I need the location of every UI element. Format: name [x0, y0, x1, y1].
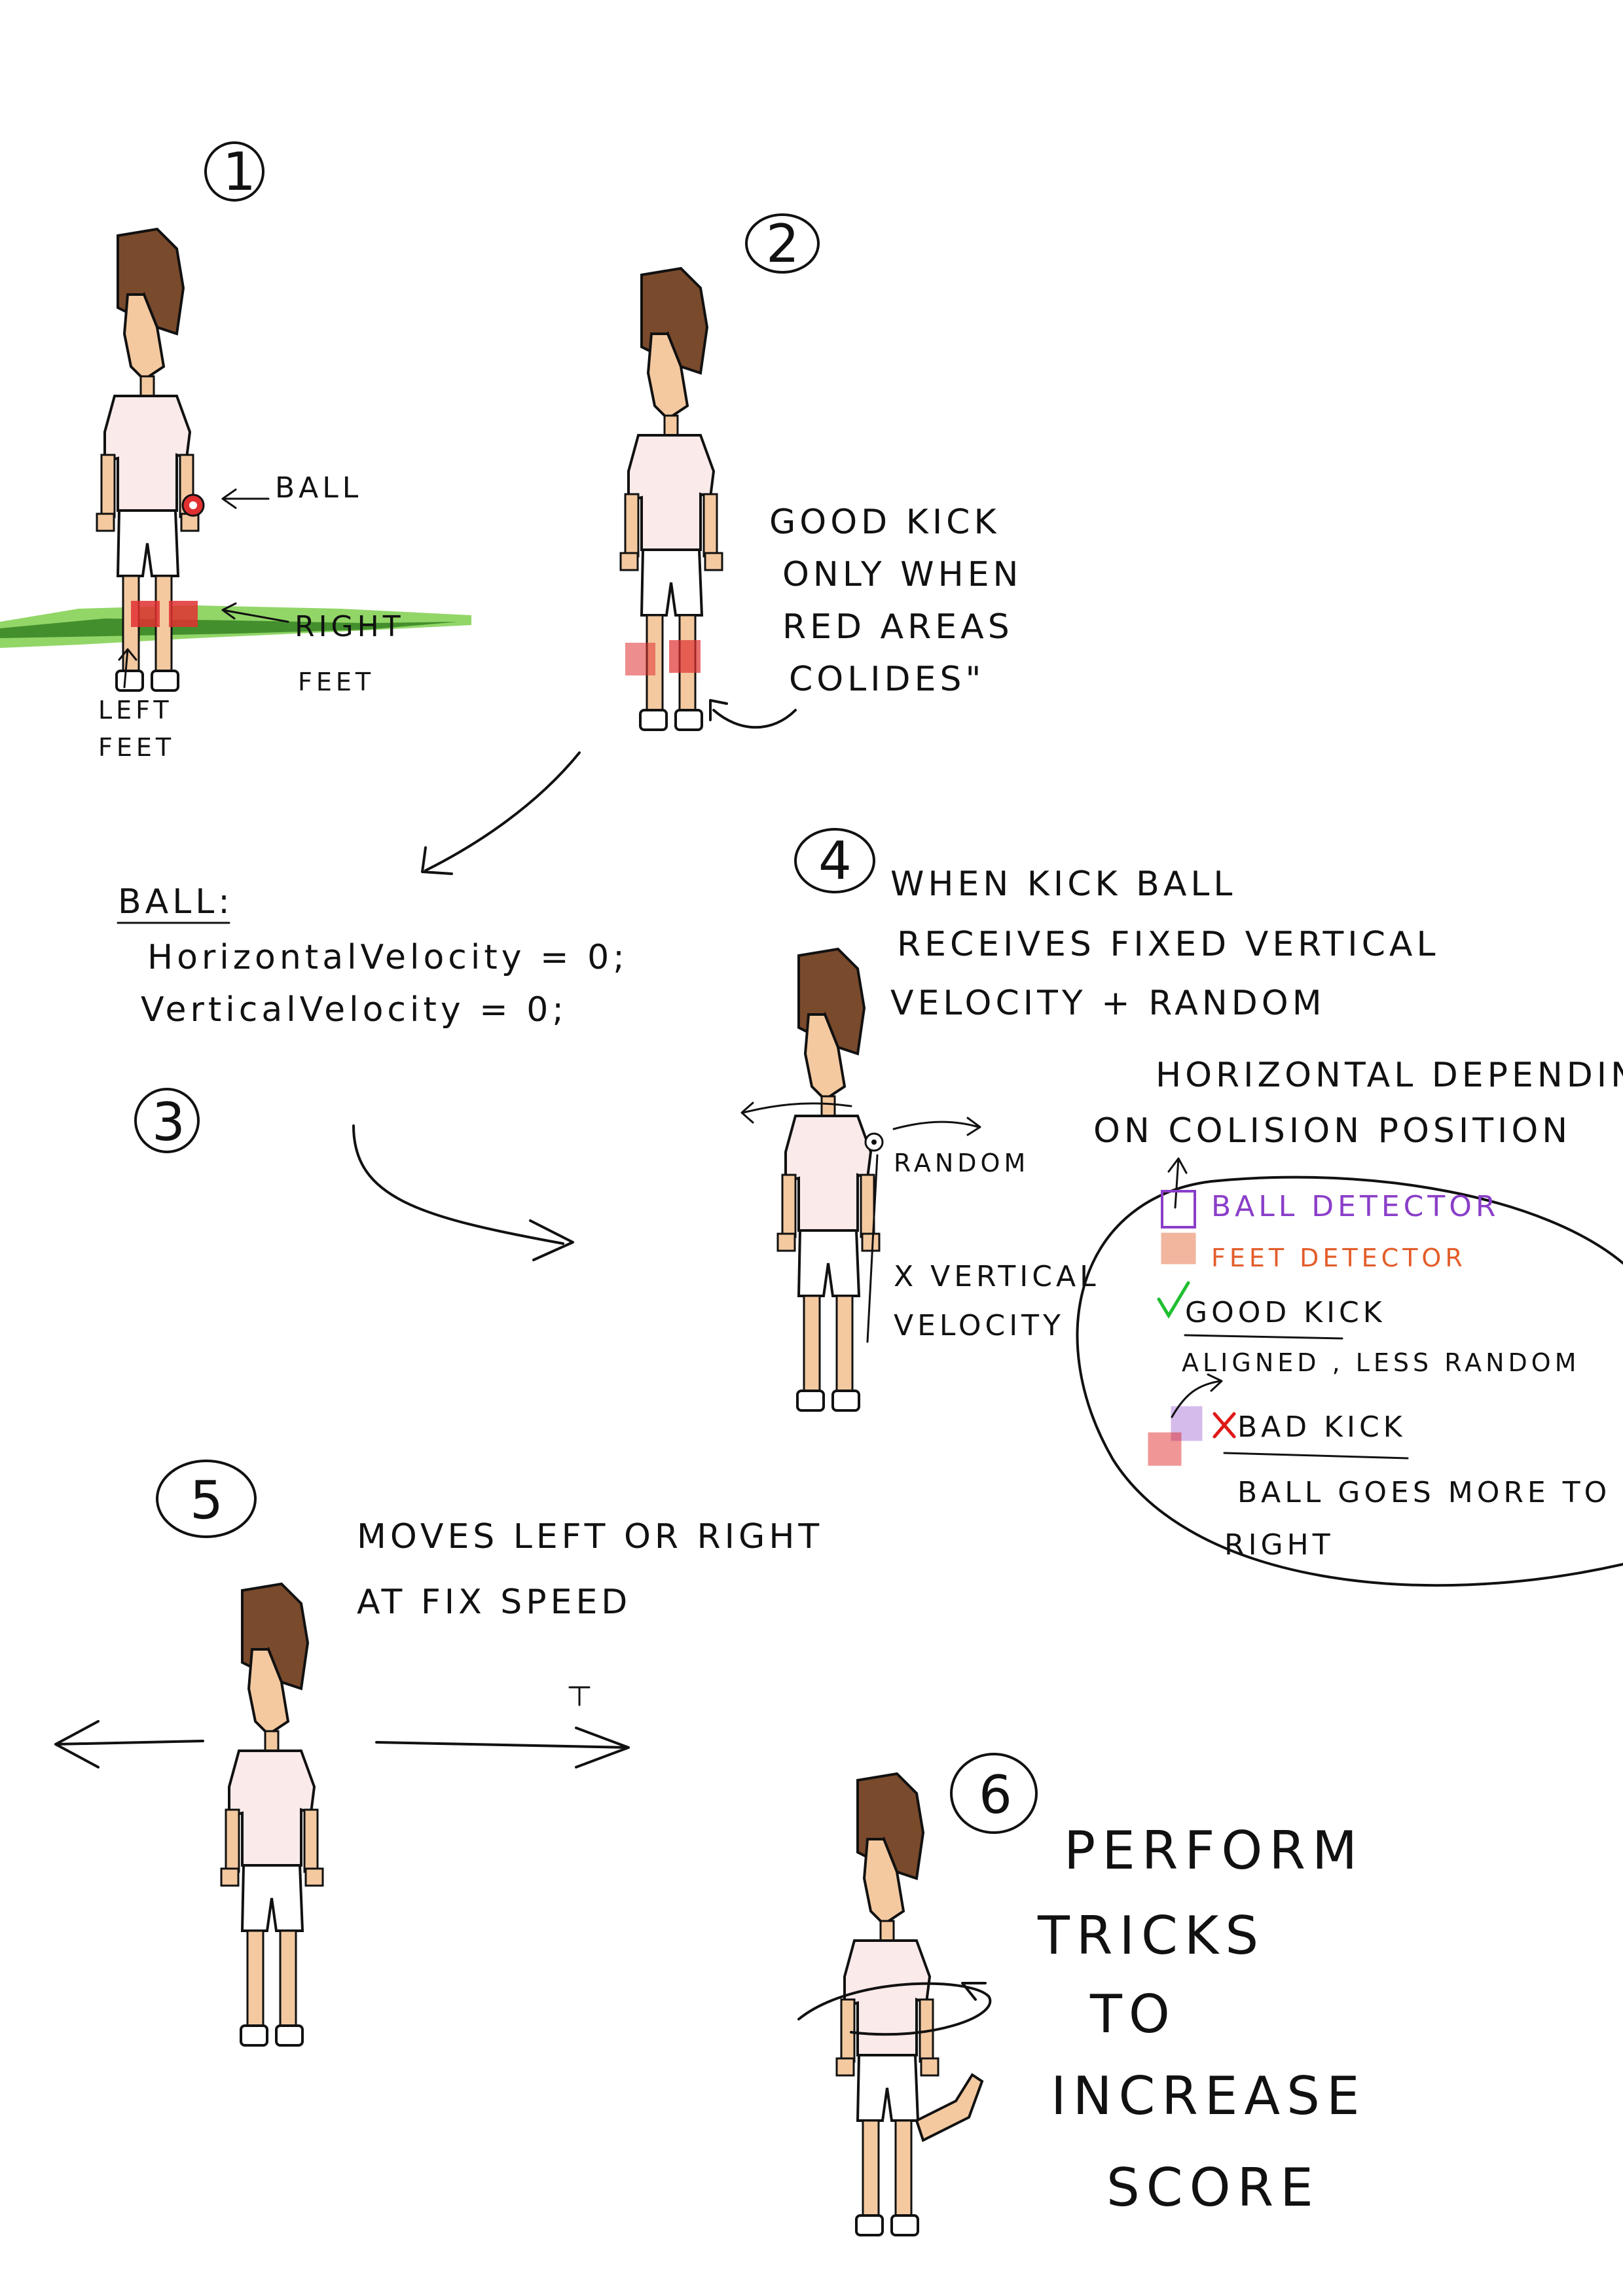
left-feet-label: FEET	[98, 733, 175, 762]
random-right-arrow	[892, 1117, 981, 1136]
panel-2-line-2: ONLY WHEN	[782, 555, 1022, 594]
character-5	[220, 1583, 324, 2047]
step-6-circle	[950, 1753, 1038, 1834]
move-right-arrow	[375, 1727, 630, 1768]
character-4	[776, 948, 881, 1412]
random-left-arrow	[740, 1102, 852, 1124]
ball-label: BALL	[275, 471, 362, 505]
step-3-circle	[134, 1088, 200, 1153]
trick-line-2: TRICKS	[1037, 1905, 1265, 1966]
step-5-circle	[156, 1460, 257, 1538]
panel-6: 6 PERFORM TRICKS TO INCREASE SCORE	[797, 1753, 1366, 2236]
bad-kick-label: BAD KICK	[1237, 1410, 1406, 1444]
soccer-ball-icon	[864, 1132, 884, 1152]
moves-line-2: AT FIX SPEED	[357, 1583, 631, 1622]
bad-kick-underline	[1223, 1452, 1409, 1460]
left-foot-red-area	[625, 643, 655, 675]
feet-detector-box	[1161, 1232, 1196, 1265]
bad-kick-note-1: BALL GOES MORE TO	[1237, 1476, 1611, 1509]
ball-detector-label: BALL DETECTOR	[1211, 1190, 1499, 1223]
left-feet-pointer-arrow	[118, 648, 137, 689]
panel-4: 4 WHEN KICK BALL RECEIVES FIXED VERTICAL…	[740, 828, 1623, 1587]
ball-detector-box-bad	[1171, 1406, 1203, 1441]
good-kick-underline	[1184, 1334, 1343, 1340]
random-label: RANDOM	[894, 1149, 1029, 1177]
step-2-circle	[745, 213, 820, 274]
step-1-circle	[204, 141, 264, 202]
panel-5: 5 MOVES LEFT OR RIGHT AT FIX SPEED	[54, 1460, 823, 2047]
vertical-label-2: VELOCITY	[894, 1309, 1065, 1342]
ball-detector-box	[1161, 1190, 1196, 1229]
bad-kick-note-2: RIGHT	[1224, 1528, 1334, 1562]
step-2-number: 2	[766, 213, 803, 274]
step-6-number: 6	[979, 1765, 1016, 1825]
vertical-label-1: X VERTICAL	[894, 1260, 1100, 1293]
vertical-velocity-line: VerticalVelocity = 0;	[141, 990, 568, 1030]
step-5-number: 5	[190, 1470, 227, 1531]
feet-detector-label: FEET DETECTOR	[1211, 1244, 1467, 1272]
panel-1: 1 BALL RIGHT FEET LEFT FEET	[0, 141, 471, 762]
panel-4-line-2: RECEIVES FIXED VERTICAL	[897, 925, 1439, 964]
moves-line-1: MOVES LEFT OR RIGHT	[357, 1517, 823, 1556]
ellipse-pointer-arrow	[1167, 1157, 1188, 1209]
trick-swirl-arrow	[797, 1982, 992, 2036]
step-4-circle	[794, 828, 875, 893]
trick-line-3: TO	[1089, 1984, 1176, 2045]
right-foot-red-area	[169, 601, 198, 627]
detector-explanation-ellipse	[1076, 1175, 1623, 1587]
cross-mark-icon	[1213, 1412, 1236, 1439]
panel-4-line-4: HORIZONTAL DEPENDING	[1156, 1056, 1623, 1095]
left-foot-red-area	[131, 601, 160, 627]
step-1-number: 1	[223, 141, 260, 202]
horizontal-velocity-line: HorizontalVelocity = 0;	[147, 938, 629, 977]
flow-arrow-2-to-3	[421, 751, 581, 875]
vertical-velocity-line	[866, 1154, 879, 1343]
soccer-ball-icon	[181, 493, 205, 517]
panel-2-line-1: GOOD KICK	[769, 503, 1000, 542]
right-feet-label: FEET	[298, 668, 374, 696]
right-feet-pointer-arrow	[221, 602, 289, 623]
panel-2-line-3: RED AREAS	[782, 607, 1013, 647]
panel-4-line-5: ON COLISION POSITION	[1093, 1111, 1571, 1151]
trick-line-5: SCORE	[1106, 2157, 1320, 2218]
character-6	[835, 1772, 939, 2236]
feet-detector-box-bad	[1148, 1432, 1182, 1466]
check-mark-icon	[1157, 1281, 1190, 1319]
panel-2-line-4: COLIDES"	[789, 660, 985, 699]
bad-kick-arrow	[1171, 1373, 1223, 1418]
move-left-arrow	[54, 1720, 204, 1768]
grass-patch	[0, 605, 471, 648]
left-label: LEFT	[98, 696, 173, 725]
right-foot-red-area	[669, 640, 701, 673]
kicking-leg	[915, 2073, 984, 2142]
panel-2: 2 GOOD KICK ONLY WHEN RED AREAS COLIDES"	[619, 213, 1022, 731]
step-4-number: 4	[818, 831, 856, 891]
step-3-number: 3	[152, 1092, 189, 1153]
stray-mark	[568, 1686, 591, 1706]
trick-line-1: PERFORM	[1064, 1820, 1364, 1881]
ball-pointer-arrow	[221, 488, 270, 509]
good-kick-note: ALIGNED , LESS RANDOM	[1182, 1348, 1580, 1377]
panel-3: BALL: HorizontalVelocity = 0; VerticalVe…	[117, 882, 629, 1261]
flow-arrow-3-to-4	[352, 1124, 574, 1261]
good-kick-label: GOOD KICK	[1185, 1296, 1386, 1329]
trick-line-4: INCREASE	[1051, 2066, 1366, 2126]
right-label: RIGHT	[295, 610, 405, 643]
ball-variables-title: BALL:	[118, 882, 234, 922]
curved-arrow-to-feet	[709, 699, 797, 729]
panel-4-line-1: WHEN KICK BALL	[890, 865, 1236, 904]
panel-4-line-3: VELOCITY + RANDOM	[890, 984, 1326, 1023]
